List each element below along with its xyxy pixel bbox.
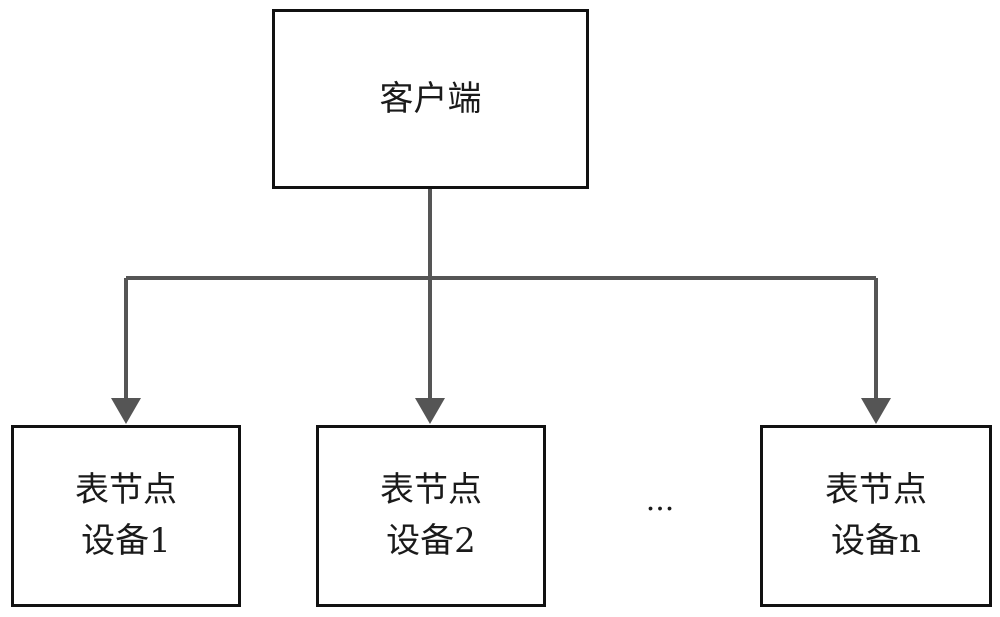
ellipsis: ... xyxy=(645,483,675,518)
node-2-label-line2: 设备2 xyxy=(386,521,476,561)
node-1-label-line1: 表节点 xyxy=(75,470,177,510)
client-label: 客户端 xyxy=(379,78,482,119)
node-1-label-line2: 设备1 xyxy=(81,521,171,561)
arrowhead-1 xyxy=(111,398,141,424)
node-2-label-line1: 表节点 xyxy=(380,470,482,510)
node-box-2: 表节点 设备2 xyxy=(316,425,546,607)
node-box-1: 表节点 设备1 xyxy=(11,425,241,607)
node-n-label-line2: 设备n xyxy=(831,521,921,561)
arrowhead-2 xyxy=(415,398,445,424)
node-box-n: 表节点 设备n xyxy=(760,425,992,607)
client-box: 客户端 xyxy=(272,9,589,189)
node-n-label-line1: 表节点 xyxy=(825,470,927,510)
arrowhead-n xyxy=(861,398,891,424)
